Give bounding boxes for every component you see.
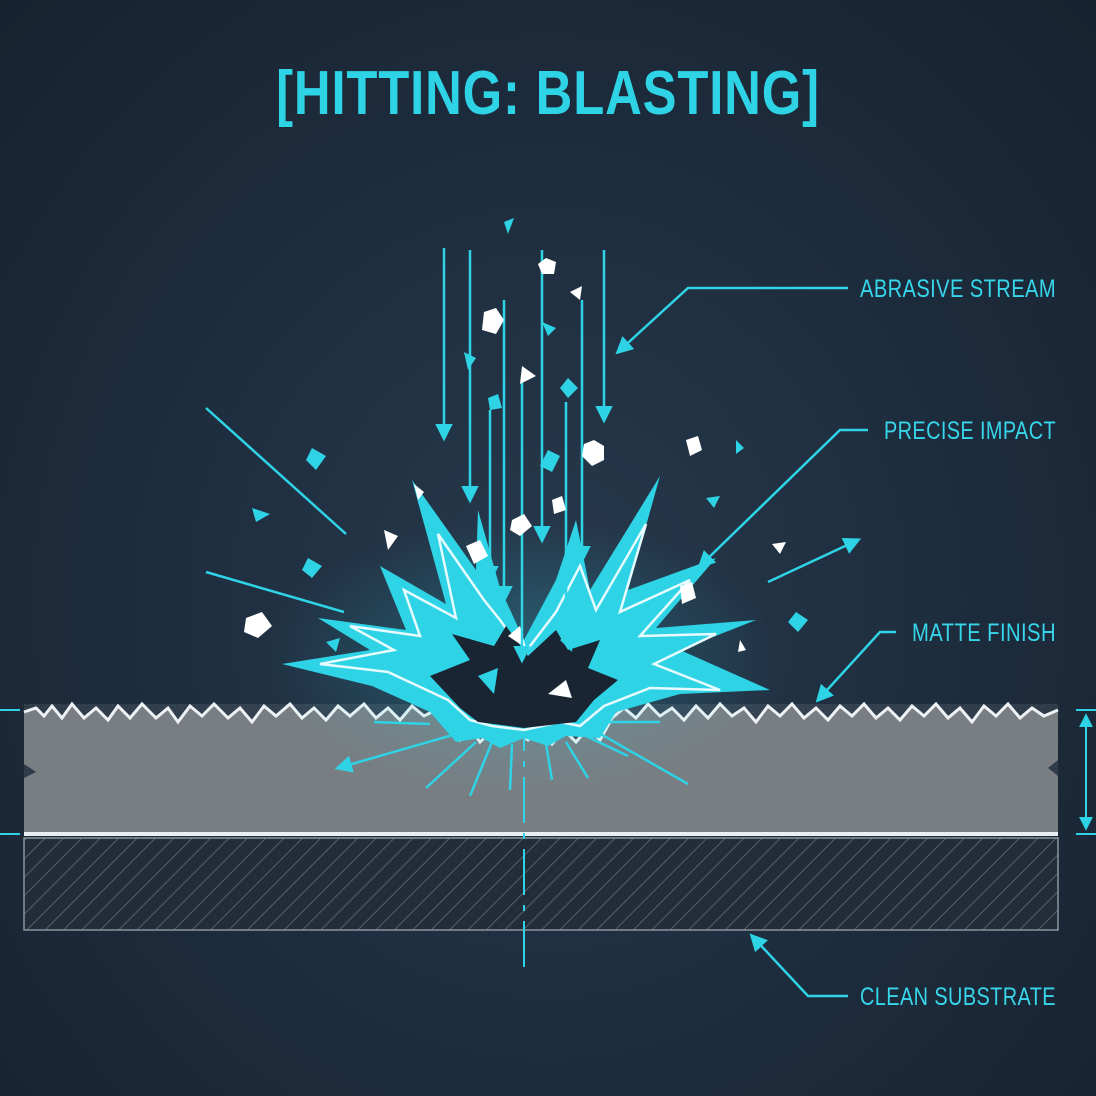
substrate-layer xyxy=(23,837,1059,931)
label-clean-substrate: CLEAN SUBSTRATE xyxy=(860,983,1056,1011)
impact-cracks xyxy=(334,720,689,797)
diagram-title: [HITTING: BLASTING] xyxy=(276,59,820,128)
thickness-dimension xyxy=(0,709,1096,835)
callout-leaders xyxy=(615,286,896,998)
label-abrasive-stream: ABRASIVE STREAM xyxy=(860,275,1056,303)
label-precise-impact: PRECISE IMPACT xyxy=(884,417,1056,445)
abrasive-particles xyxy=(244,258,808,652)
ejecta-arrows xyxy=(205,218,862,614)
label-matte-finish: MATTE FINISH xyxy=(912,619,1056,647)
